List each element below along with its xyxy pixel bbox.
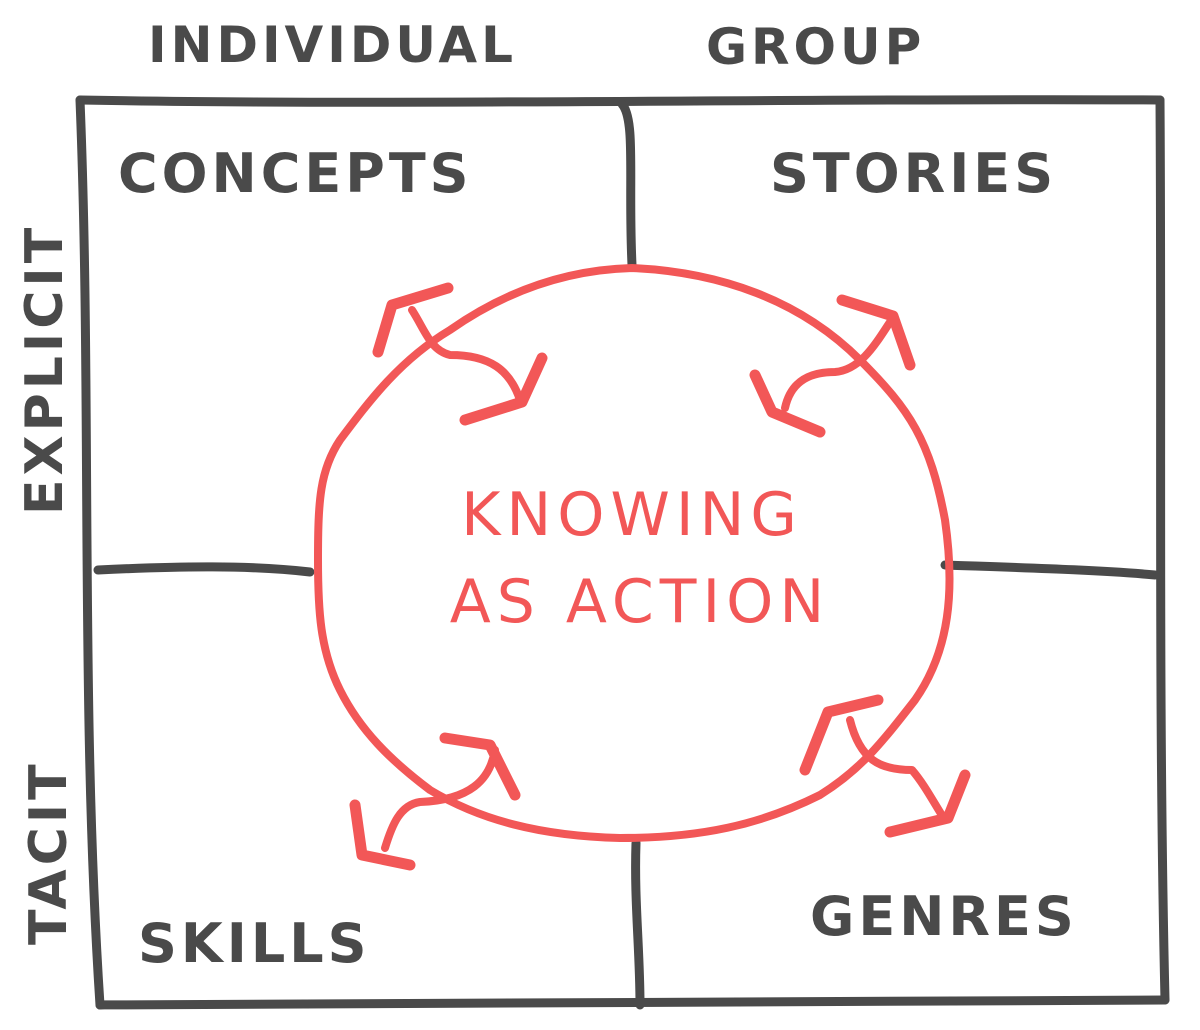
arrow-bottom-left — [349, 732, 521, 871]
quadrant-label-stories: STORIES — [770, 142, 1057, 205]
grid-bottom-border — [95, 995, 1170, 1010]
grid-left-border — [75, 95, 105, 1010]
quadrant-label-skills: SKILLS — [138, 912, 371, 975]
center-label-line1: KNOWING — [461, 480, 803, 550]
grid-divider-vertical-bottom — [631, 838, 645, 1010]
arrow-bottom-right — [799, 694, 971, 838]
grid-divider-vertical-top — [617, 99, 637, 270]
knowing-cycle-circle — [314, 264, 954, 842]
row-label-tacit: TACIT — [19, 760, 79, 945]
grid-divider-horizontal-left — [93, 562, 315, 577]
row-label-explicit: EXPLICIT — [15, 224, 75, 515]
quadrant-label-concepts: CONCEPTS — [118, 142, 473, 205]
grid-top-border — [75, 95, 1165, 107]
center-label-line2: AS ACTION — [450, 567, 831, 637]
column-label-group: GROUP — [706, 18, 925, 76]
arrow-top-right — [749, 294, 916, 438]
column-label-individual: INDIVIDUAL — [148, 16, 517, 74]
arrow-top-left — [372, 282, 548, 426]
grid-right-border — [1155, 95, 1170, 1005]
grid-divider-horizontal-right — [940, 560, 1160, 580]
quadrant-label-genres: GENRES — [810, 885, 1078, 948]
